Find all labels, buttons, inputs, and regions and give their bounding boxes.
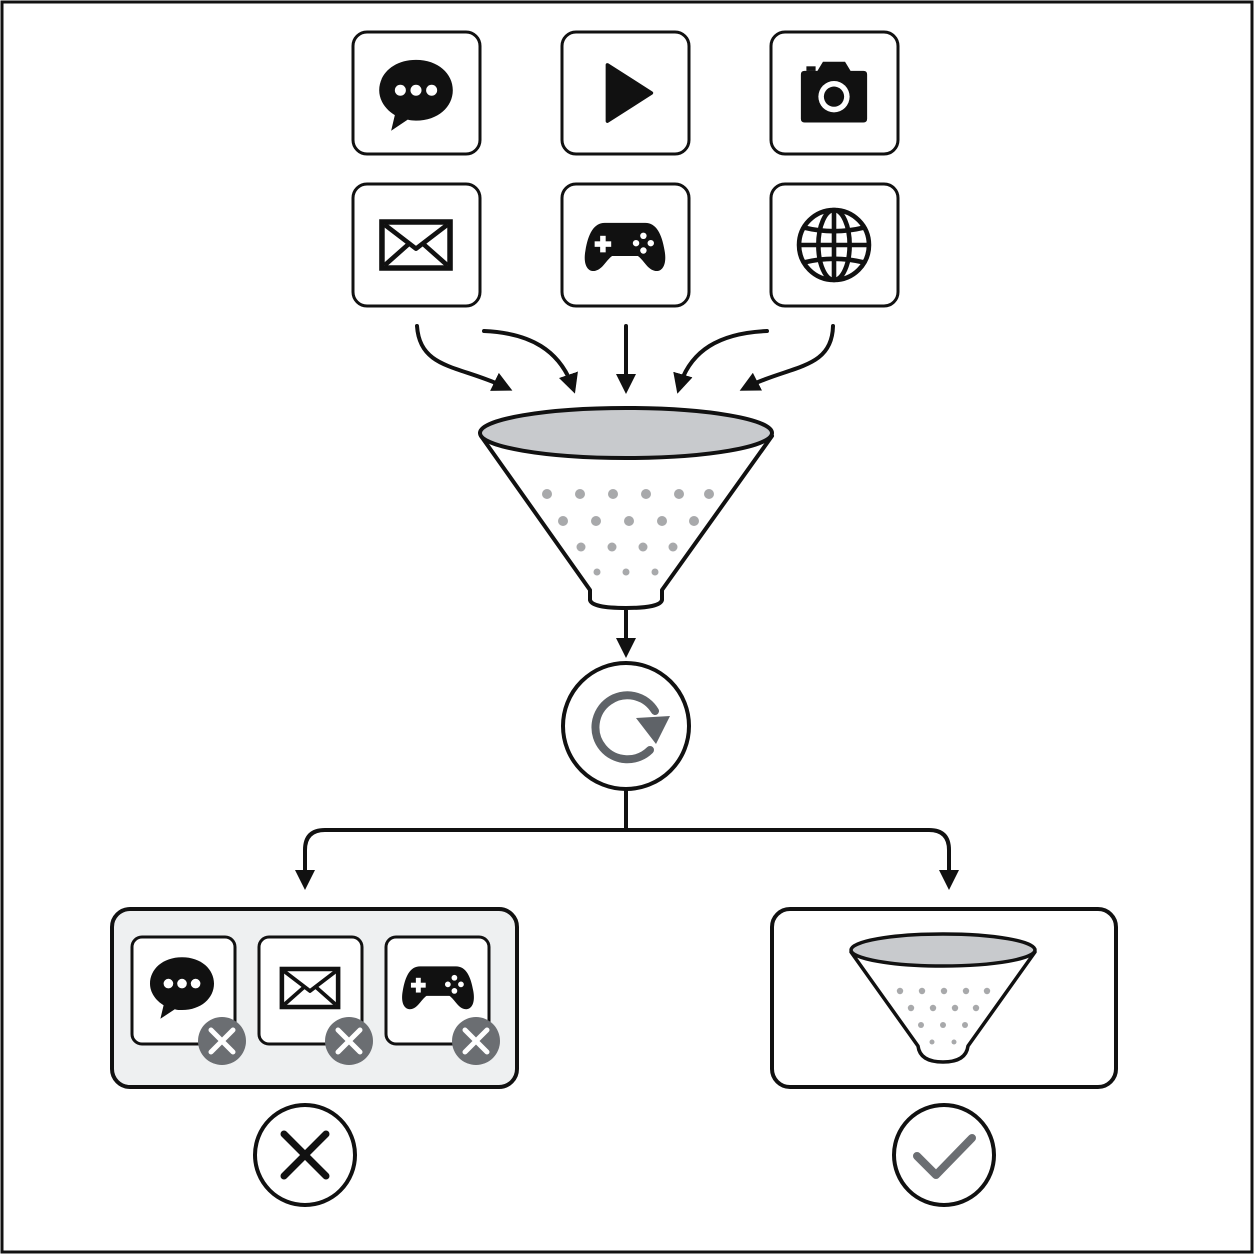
arrow-5 bbox=[739, 324, 835, 391]
envelope-icon bbox=[277, 964, 343, 1012]
branch-connector bbox=[295, 790, 959, 890]
rejected-result bbox=[253, 1103, 357, 1207]
funnel-icon bbox=[478, 406, 774, 610]
x-icon bbox=[280, 1130, 330, 1180]
source-tile-game bbox=[560, 182, 691, 308]
arrow-4 bbox=[673, 329, 769, 394]
funnel-icon bbox=[849, 932, 1037, 1064]
globe-icon bbox=[799, 210, 869, 280]
envelope-icon bbox=[379, 219, 453, 271]
arrow-2 bbox=[482, 329, 578, 394]
source-tile-email bbox=[351, 182, 482, 308]
converging-arrows bbox=[415, 324, 835, 394]
x-badge-icon bbox=[198, 1017, 246, 1065]
source-tile-chat bbox=[351, 30, 482, 156]
rejected-branch bbox=[110, 907, 519, 1089]
rejected-item-email bbox=[257, 935, 373, 1065]
process-step bbox=[561, 661, 691, 791]
source-tile-video bbox=[560, 30, 691, 156]
arrow-1 bbox=[415, 324, 513, 391]
rejected-item-game bbox=[384, 935, 500, 1065]
source-tile-web bbox=[769, 182, 900, 308]
input-sources bbox=[351, 30, 900, 308]
check-icon bbox=[913, 1134, 976, 1179]
x-badge-icon bbox=[325, 1017, 373, 1065]
accepted-branch bbox=[770, 907, 1118, 1089]
x-badge-icon bbox=[452, 1017, 500, 1065]
accepted-result bbox=[892, 1103, 996, 1207]
rejected-item-chat bbox=[130, 935, 246, 1065]
funnel-dots bbox=[542, 489, 714, 576]
refresh-icon bbox=[591, 691, 670, 764]
source-tile-photo bbox=[769, 30, 900, 156]
